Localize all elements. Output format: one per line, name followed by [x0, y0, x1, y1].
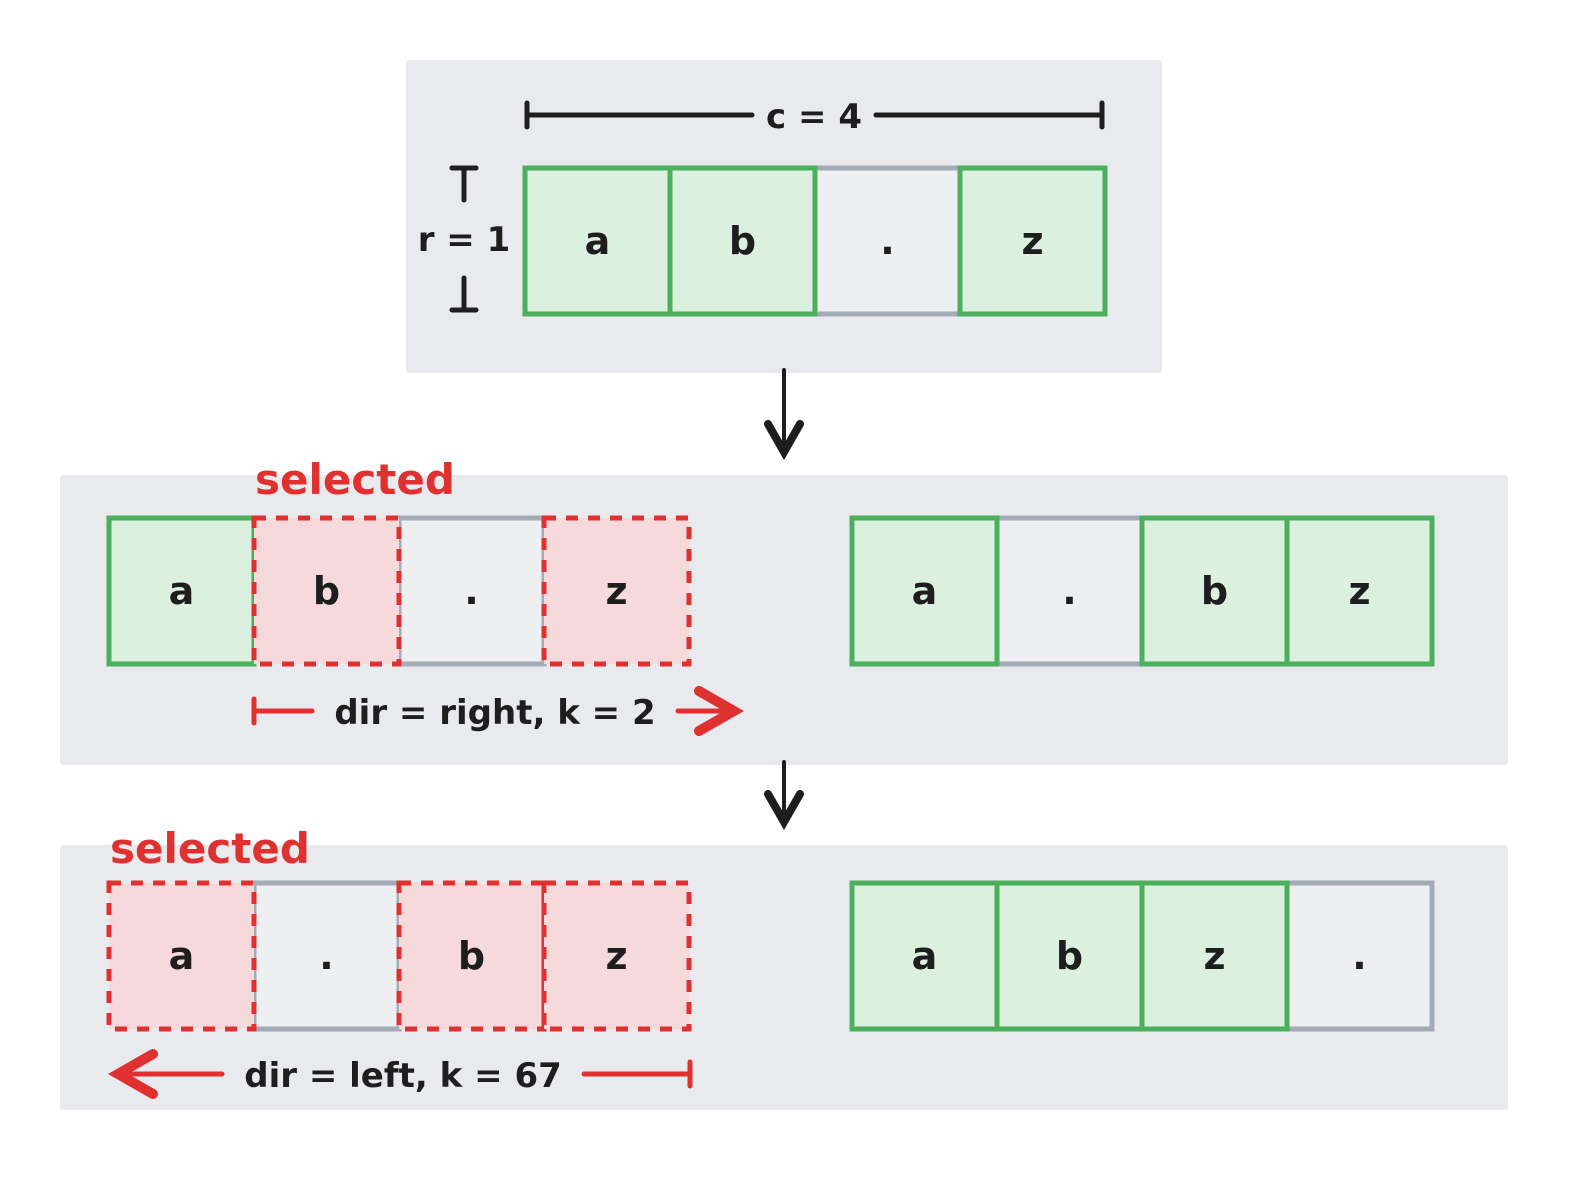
cols-dimension [524, 100, 1105, 130]
grid-cell-filled [1139, 515, 1290, 667]
grid-cell-empty [1284, 880, 1435, 1032]
grid-cell-selected [541, 880, 692, 1032]
grid-cell-selected [251, 515, 402, 667]
grid-cell-filled [522, 165, 673, 317]
cols-label: c = 4 [766, 97, 862, 137]
cell-value: z [1021, 219, 1043, 263]
cell-value: z [605, 934, 627, 978]
cell-value: a [912, 934, 938, 978]
cell-value: b [729, 219, 756, 263]
cell-value: a [912, 569, 938, 613]
selected-label: selected [255, 455, 455, 504]
cell-value: z [1348, 569, 1370, 613]
operation-label: dir = right, k = 2 [334, 693, 655, 733]
grid-cell-filled [1284, 515, 1435, 667]
shift-right-arrow [251, 699, 734, 723]
grid-cell-filled [667, 165, 818, 317]
grid-cell-selected [106, 880, 257, 1032]
grid-cell-selected [396, 880, 547, 1032]
cell-value: . [319, 934, 333, 978]
grid-cell-filled [1139, 880, 1290, 1032]
grid-cell-filled [106, 515, 257, 667]
cell-value: a [585, 219, 611, 263]
cell-value: a [169, 569, 195, 613]
grid-cell-filled [849, 515, 1000, 667]
rows-dimension [449, 165, 479, 313]
rows-label: r = 1 [418, 220, 511, 260]
cell-value: z [605, 569, 627, 613]
cell-value: . [464, 569, 478, 613]
cell-value: . [1062, 569, 1076, 613]
cell-value: b [1201, 569, 1228, 613]
shift-left-arrow [118, 1062, 693, 1086]
operation-label: dir = left, k = 67 [244, 1056, 562, 1096]
cell-value: b [458, 934, 485, 978]
grid-cell-filled [994, 880, 1145, 1032]
cell-value: b [1056, 934, 1083, 978]
cell-value: b [313, 569, 340, 613]
grid-cell-selected [541, 515, 692, 667]
selected-label: selected [110, 824, 310, 873]
cell-value: z [1203, 934, 1225, 978]
grid-cell-empty [251, 880, 402, 1032]
grid-cell-filled [957, 165, 1108, 317]
grid-cell-filled [849, 880, 1000, 1032]
cell-value: . [1352, 934, 1366, 978]
cell-value: . [880, 219, 894, 263]
cell-value: a [169, 934, 195, 978]
